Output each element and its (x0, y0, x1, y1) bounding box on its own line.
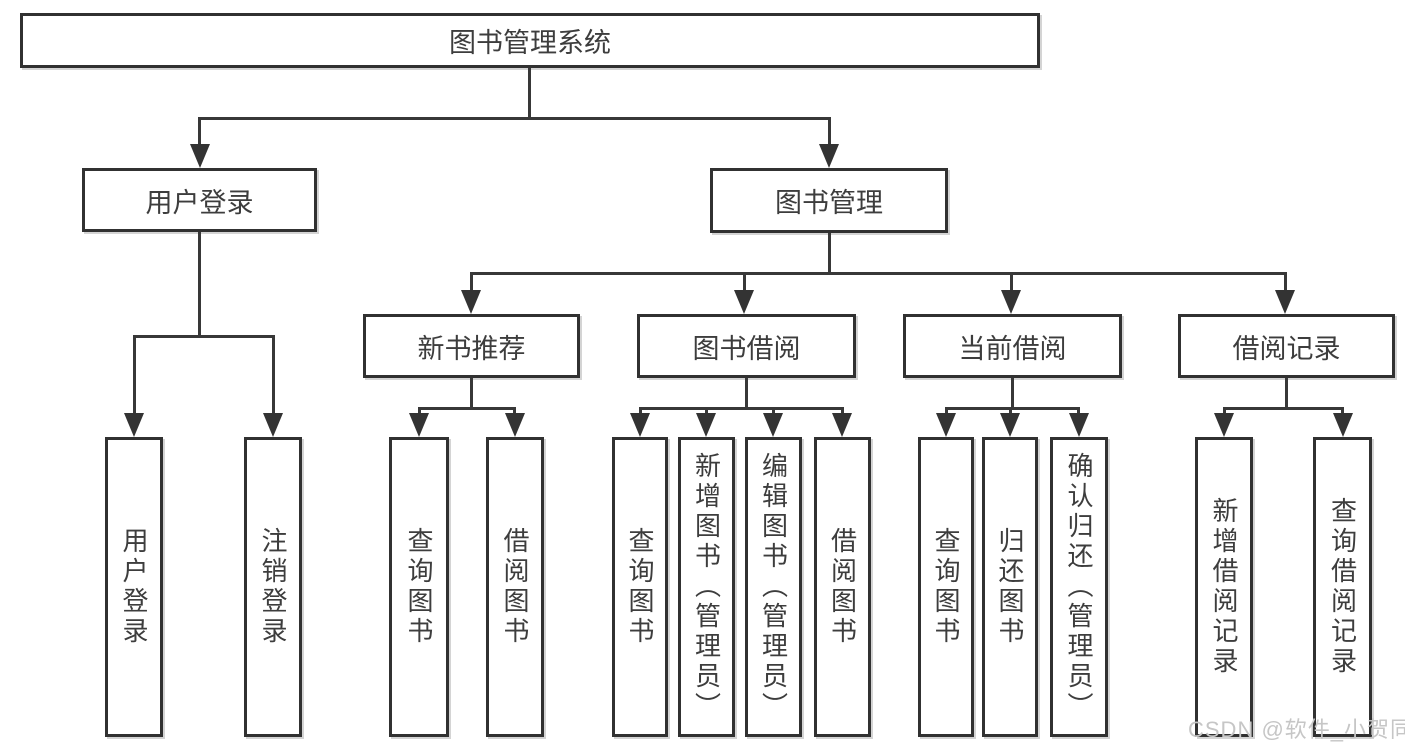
leaf-edit-book-admin: 编辑图书（管理员） (745, 437, 802, 737)
arrow-down-icon (1333, 413, 1353, 437)
arrow-down-icon (190, 144, 210, 168)
connector-book-management-stem (828, 233, 831, 272)
arrow-down-icon (832, 413, 852, 437)
connector-drop-user-login (198, 117, 201, 148)
leaf-add-borrow-record-label: 新增借阅记录 (1209, 497, 1239, 677)
leaf-query-books-borrowing-label: 查询图书 (625, 527, 655, 647)
connector-drop-leaf (705, 407, 708, 415)
connector-current-borrowing-rail (945, 407, 1080, 410)
node-book-management: 图书管理 (710, 168, 948, 233)
node-new-book-recommendation: 新书推荐 (363, 314, 580, 378)
connector-drop-borrow-records (1284, 272, 1287, 292)
leaf-borrow-books-borrowing-label: 借阅图书 (827, 527, 858, 647)
connector-user-login-rail (133, 335, 275, 338)
leaf-return-book: 归还图书 (982, 437, 1038, 737)
connector-borrow-records-stem (1285, 378, 1288, 407)
connector-new-book-stem (470, 378, 473, 407)
csdn-watermark: CSDN @软件_小贺同学 (1188, 717, 1405, 742)
connector-drop-leaf (1223, 407, 1226, 415)
node-user-login: 用户登录 (82, 168, 317, 232)
connector-user-login-stem (198, 232, 201, 335)
leaf-query-books-current-label: 查询图书 (931, 527, 961, 647)
connector-drop-leaf (1077, 407, 1080, 415)
leaf-query-books-borrowing: 查询图书 (612, 437, 668, 737)
leaf-query-borrow-record-label: 查询借阅记录 (1327, 497, 1358, 677)
leaf-add-book-admin: 新增图书（管理员） (678, 437, 735, 737)
arrow-down-icon (1069, 413, 1089, 437)
arrow-down-icon (819, 144, 839, 168)
connector-current-borrowing-stem (1011, 378, 1014, 407)
connector-drop-current-borrowing (1010, 272, 1013, 292)
leaf-borrow-books-borrowing: 借阅图书 (814, 437, 871, 737)
node-library-management-system: 图书管理系统 (20, 13, 1040, 68)
leaf-logout: 注销登录 (244, 437, 302, 737)
arrow-down-icon (124, 413, 144, 437)
arrow-down-icon (461, 290, 481, 314)
leaf-confirm-return-admin: 确认归还（管理员） (1050, 437, 1108, 737)
leaf-query-books-recommend: 查询图书 (389, 437, 449, 737)
arrow-down-icon (696, 413, 716, 437)
connector-drop-leaf-logout (272, 335, 275, 415)
leaf-query-books-current: 查询图书 (918, 437, 974, 737)
arrow-down-icon (630, 413, 650, 437)
connector-book-borrowing-rail (639, 407, 843, 410)
connector-drop-leaf (513, 407, 516, 415)
leaf-return-book-label: 归还图书 (995, 527, 1025, 647)
connector-drop-leaf (772, 407, 775, 415)
connector-root-rail (198, 117, 830, 120)
leaf-edit-book-admin-label: 编辑图书（管理员） (758, 452, 789, 722)
leaf-borrow-books-recommend: 借阅图书 (486, 437, 544, 737)
connector-drop-leaf (418, 407, 421, 415)
leaf-add-book-admin-label: 新增图书（管理员） (691, 452, 722, 722)
leaf-query-borrow-record: 查询借阅记录 (1313, 437, 1372, 737)
connector-drop-leaf (1009, 407, 1012, 415)
connector-drop-new-book (470, 272, 473, 292)
connector-book-borrowing-stem (745, 378, 748, 407)
connector-drop-book-management (828, 117, 831, 148)
arrow-down-icon (1275, 290, 1295, 314)
leaf-user-login: 用户登录 (105, 437, 163, 737)
connector-drop-leaf (639, 407, 642, 415)
leaf-confirm-return-admin-label: 确认归还（管理员） (1064, 452, 1094, 722)
connector-drop-book-borrowing (743, 272, 746, 292)
node-current-borrowing: 当前借阅 (903, 314, 1122, 378)
connector-root-stem (528, 68, 531, 117)
leaf-user-login-label: 用户登录 (119, 527, 149, 647)
connector-drop-leaf (945, 407, 948, 415)
arrow-down-icon (1000, 413, 1020, 437)
connector-borrow-records-rail (1223, 407, 1344, 410)
node-borrow-records: 借阅记录 (1178, 314, 1395, 378)
connector-drop-leaf (841, 407, 844, 415)
arrow-down-icon (409, 413, 429, 437)
arrow-down-icon (1001, 290, 1021, 314)
leaf-borrow-books-recommend-label: 借阅图书 (500, 527, 530, 647)
arrow-down-icon (936, 413, 956, 437)
arrow-down-icon (505, 413, 525, 437)
connector-new-book-rail (418, 407, 516, 410)
arrow-down-icon (263, 413, 283, 437)
connector-drop-leaf-user-login (133, 335, 136, 415)
node-book-borrowing: 图书借阅 (637, 314, 856, 378)
arrow-down-icon (763, 413, 783, 437)
leaf-logout-label: 注销登录 (258, 527, 288, 647)
connector-drop-leaf (1341, 407, 1344, 415)
leaf-add-borrow-record: 新增借阅记录 (1195, 437, 1253, 737)
leaf-query-books-recommend-label: 查询图书 (404, 527, 434, 647)
connector-book-management-rail (470, 272, 1287, 275)
arrow-down-icon (734, 290, 754, 314)
arrow-down-icon (1214, 413, 1234, 437)
